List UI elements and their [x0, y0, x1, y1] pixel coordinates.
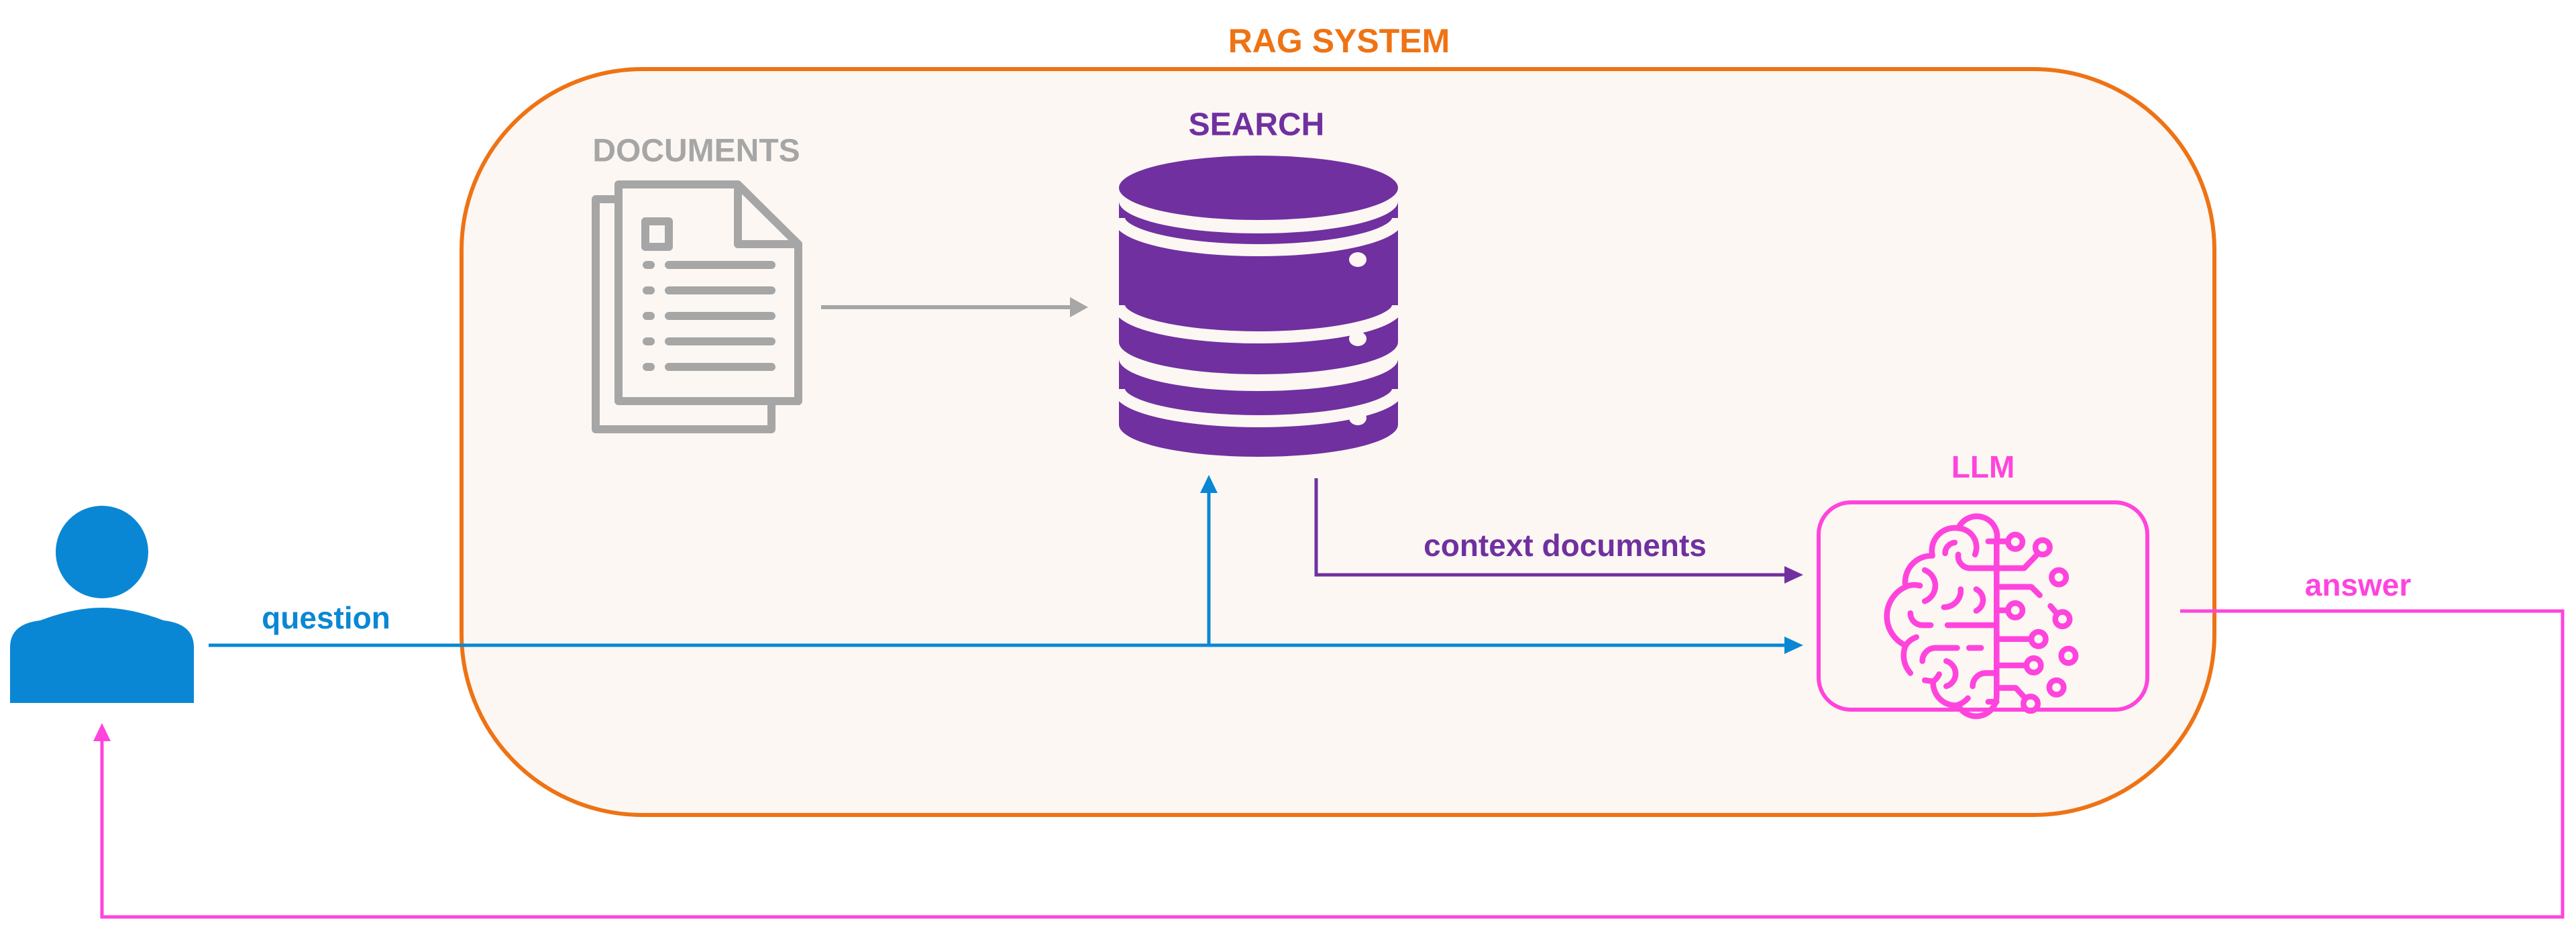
documents-to-search-arrow — [821, 297, 1088, 317]
context-documents-label: context documents — [1424, 528, 1707, 563]
search-label: SEARCH — [1188, 107, 1325, 143]
database-icon — [1119, 156, 1398, 457]
question-label: question — [262, 600, 390, 635]
documents-label: DOCUMENTS — [592, 133, 800, 169]
answer-label: answer — [2304, 567, 2412, 602]
context-documents-arrow — [1314, 478, 1803, 584]
brain-circuit-icon — [1884, 513, 2079, 719]
database-separators — [1113, 217, 1404, 427]
answer-arrow — [93, 609, 2565, 919]
rag-system-title: RAG SYSTEM — [1228, 22, 1450, 60]
question-arrow — [209, 475, 1803, 654]
llm-box — [1817, 500, 2149, 712]
documents-icon — [592, 180, 802, 433]
person-icon — [10, 506, 194, 703]
llm-label: LLM — [1951, 449, 2015, 484]
